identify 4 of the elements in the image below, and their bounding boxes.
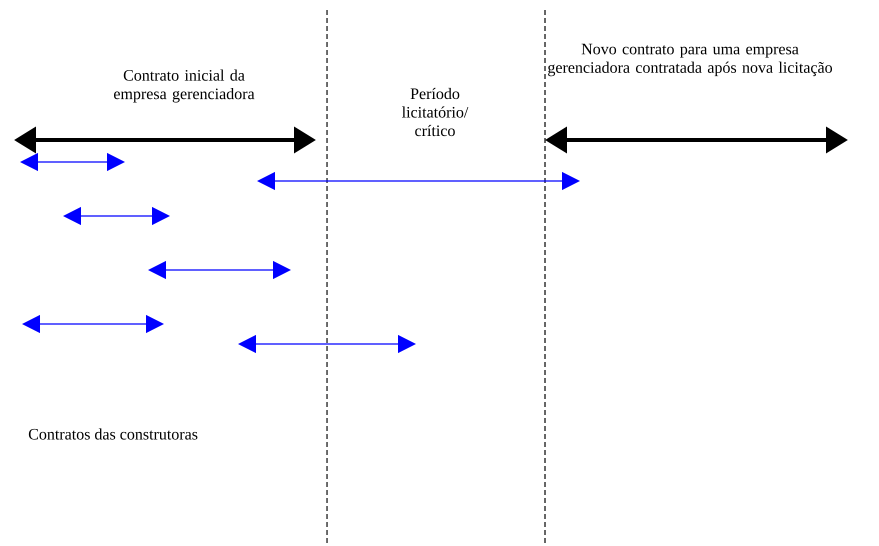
label-text: Novo contrato para uma empresa gerenciadora contratada após nova licitação xyxy=(548,44,832,76)
label-text: Período licitatório/ crítico xyxy=(402,88,468,136)
label-text: Contrato inicial da empresa gerenciadora xyxy=(114,69,254,103)
label-text: Contratos das construtoras xyxy=(28,428,198,440)
